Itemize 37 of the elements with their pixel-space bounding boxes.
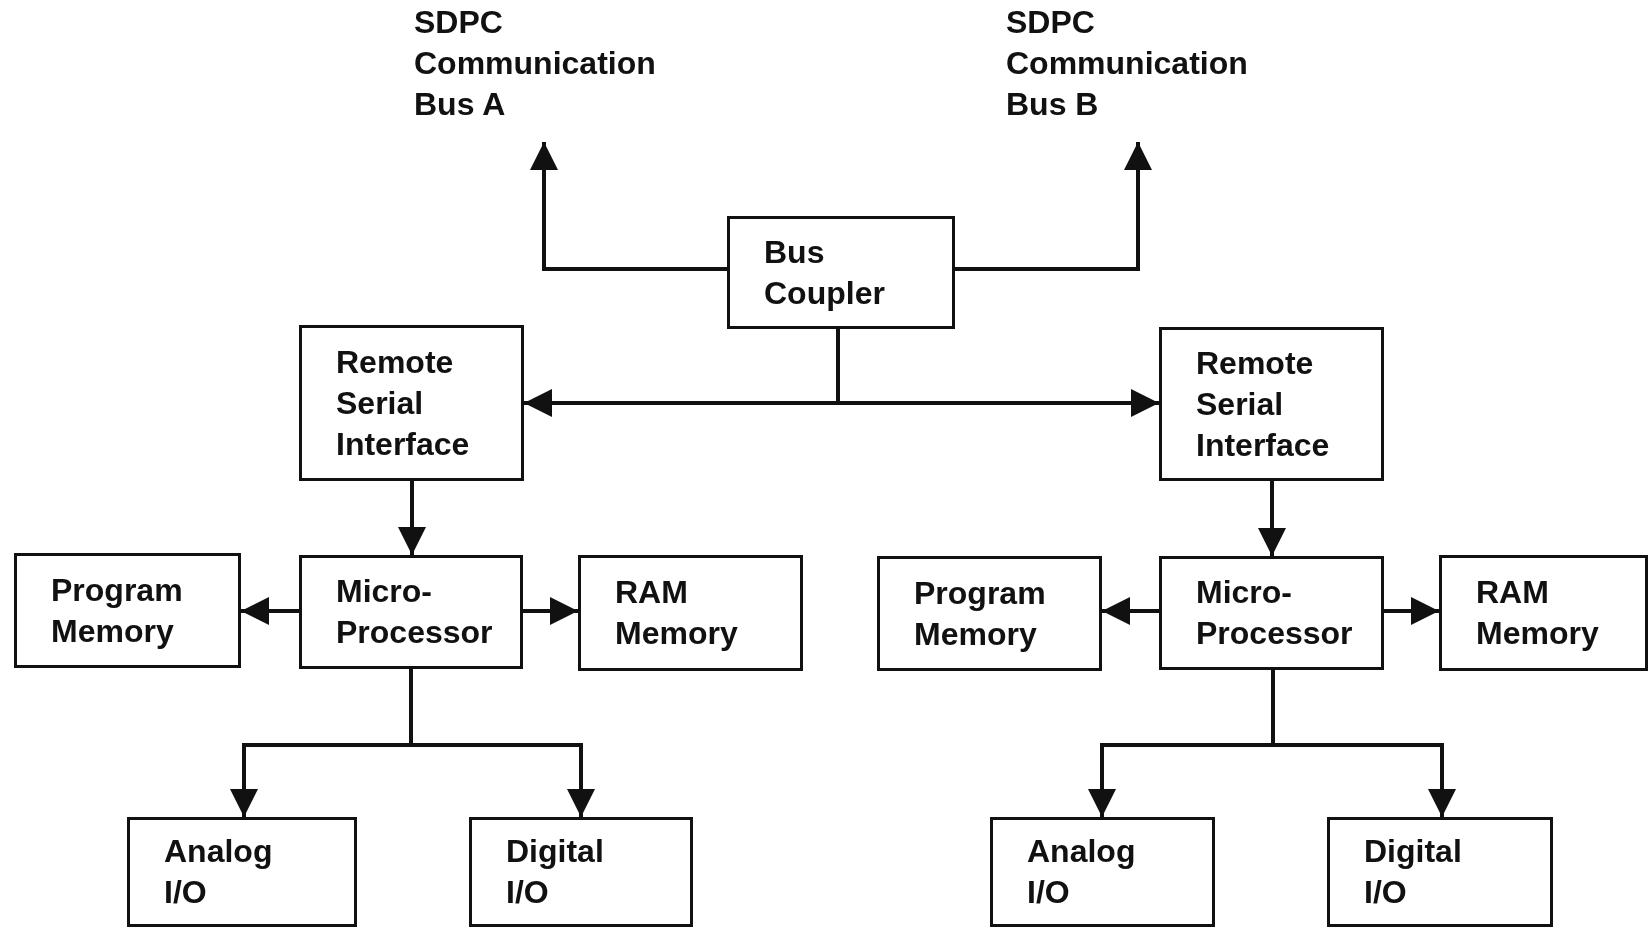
arrow (1258, 481, 1286, 556)
box-label: Remote Serial Interface (1196, 343, 1330, 465)
box-label: Program Memory (51, 570, 183, 651)
box-label: Analog I/O (164, 832, 273, 912)
bus-label: SDPC Communication Bus B (1006, 3, 1248, 124)
box-label: RAM Memory (615, 573, 738, 653)
process-box (578, 555, 803, 671)
arrow (530, 142, 727, 271)
arrow (1102, 597, 1159, 625)
process-box (877, 556, 1102, 671)
process-box (727, 216, 955, 329)
box-label: RAM Memory (1476, 573, 1599, 653)
process-box (1439, 555, 1648, 671)
process-box (299, 325, 524, 481)
box-label: Remote Serial Interface (336, 342, 470, 464)
process-box (1327, 817, 1553, 927)
box-label: Analog I/O (1027, 832, 1136, 912)
arrow (523, 597, 578, 625)
arrow (955, 142, 1152, 271)
bus-label: SDPC Communication Bus A (414, 3, 656, 124)
box-label: Micro-Processor (1196, 573, 1353, 653)
arrow (836, 329, 1159, 417)
arrow (398, 481, 426, 555)
arrow (241, 597, 299, 625)
box-label: Program Memory (914, 573, 1046, 654)
process-box (990, 817, 1215, 927)
process-box (127, 817, 357, 927)
process-box (1159, 556, 1384, 670)
process-box (1159, 327, 1384, 481)
box-label: Bus Coupler (764, 232, 885, 313)
process-box (14, 553, 241, 668)
arrow (1384, 597, 1439, 625)
process-box (469, 817, 693, 927)
process-box (299, 555, 523, 669)
box-label: Micro-Processor (336, 572, 493, 652)
box-label: Digital I/O (506, 832, 604, 912)
box-label: Digital I/O (1364, 832, 1462, 912)
